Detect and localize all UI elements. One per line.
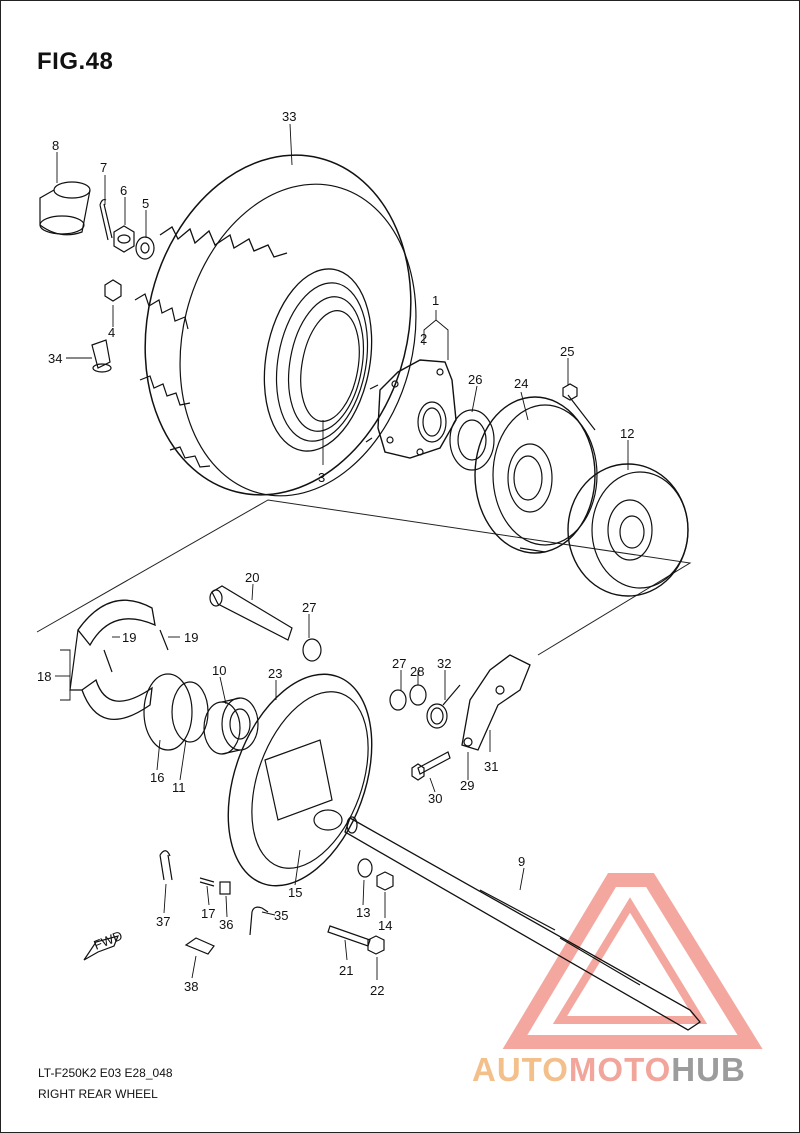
watermark-triangle: [502, 873, 763, 1049]
callout-4: 4: [108, 325, 115, 340]
callout-6: 6: [120, 183, 127, 198]
callout-19-right: 19: [184, 630, 198, 645]
callout-27-right: 27: [392, 656, 406, 671]
logo-word-auto: AUTO: [472, 1051, 569, 1088]
callout-7: 7: [100, 160, 107, 175]
callout-25: 25: [560, 344, 574, 359]
drum-cover-24: [474, 394, 598, 554]
clip-38: [184, 937, 215, 955]
callout-20: 20: [245, 570, 259, 585]
oring-27-right: [389, 689, 407, 711]
callout-24: 24: [514, 376, 528, 391]
callout-38: 38: [184, 979, 198, 994]
wheel-hub: [365, 359, 457, 459]
callout-5: 5: [142, 196, 149, 211]
callout-26: 26: [468, 372, 482, 387]
pin-17: [199, 877, 215, 887]
callout-21: 21: [339, 963, 353, 978]
figure-code: LT-F250K2 E03 E28_048: [38, 1066, 173, 1080]
figure-name: RIGHT REAR WHEEL: [38, 1087, 158, 1101]
callout-14: 14: [378, 918, 392, 933]
callout-13: 13: [356, 905, 370, 920]
figure-title: FIG.48: [37, 48, 114, 75]
spring-32: [426, 684, 461, 729]
callout-12: 12: [620, 426, 634, 441]
bolt-21: [327, 925, 371, 947]
oring-27-left: [302, 638, 322, 662]
callout-28: 28: [410, 664, 424, 679]
callout-18: 18: [37, 669, 51, 684]
callout-17: 17: [201, 906, 215, 921]
washer-13: [357, 858, 373, 878]
camshaft-20: [209, 585, 293, 641]
leader-lines: [55, 123, 629, 980]
axle-9: [344, 816, 701, 1031]
nut-6: [113, 225, 135, 253]
section-outline: [36, 499, 692, 656]
callout-37: 37: [156, 914, 170, 929]
logo-word-hub: HUB: [671, 1051, 746, 1088]
tire: [134, 154, 417, 497]
callout-15: 15: [288, 885, 302, 900]
clip-37: [159, 850, 173, 881]
washer-5: [135, 236, 155, 260]
callout-2: 2: [420, 331, 427, 346]
callout-32: 32: [437, 656, 451, 671]
callout-36: 36: [219, 917, 233, 932]
callout-1: 1: [432, 293, 439, 308]
fwd-label: FWD: [92, 928, 125, 953]
nut-4: [104, 279, 122, 302]
cap-8: [39, 181, 91, 236]
valve-34: [91, 339, 112, 373]
hose-35: [249, 906, 269, 936]
pin-7: [99, 198, 113, 241]
callout-31: 31: [484, 759, 498, 774]
callout-8: 8: [52, 138, 59, 153]
callout-labels: 33 8 7 6 5 4 34 1 2 3 26 24 25 12 20 27 …: [37, 109, 634, 998]
washer-28: [409, 684, 427, 706]
callout-30: 30: [428, 791, 442, 806]
brake-panel-23: [227, 673, 373, 887]
watermark-logo: AUTOMOTOHUB: [472, 1051, 746, 1089]
callout-19-left: 19: [122, 630, 136, 645]
bolt-25: [562, 383, 578, 401]
ring-16: [143, 673, 193, 751]
nut-22: [367, 935, 385, 955]
fitting-36: [219, 881, 231, 895]
fwd-arrow-icon: [83, 935, 120, 961]
brake-drum-12: [567, 463, 689, 597]
callout-33: 33: [282, 109, 296, 124]
callout-35: 35: [274, 908, 288, 923]
nut-14: [376, 871, 394, 891]
callout-16: 16: [150, 770, 164, 785]
callout-9: 9: [518, 854, 525, 869]
bearing-10: [203, 697, 259, 755]
ring-11: [171, 681, 209, 743]
callout-34: 34: [48, 351, 62, 366]
bolt-30: [411, 751, 451, 781]
brake-shoes-18: [69, 599, 169, 721]
lever-29: [461, 654, 531, 751]
callout-10: 10: [212, 663, 226, 678]
callout-27-left: 27: [302, 600, 316, 615]
callout-23: 23: [268, 666, 282, 681]
callout-22: 22: [370, 983, 384, 998]
callout-3: 3: [318, 470, 325, 485]
logo-word-moto: MOTO: [568, 1051, 672, 1088]
callout-29: 29: [460, 778, 474, 793]
seal-26: [449, 409, 495, 471]
callout-11: 11: [172, 780, 186, 795]
